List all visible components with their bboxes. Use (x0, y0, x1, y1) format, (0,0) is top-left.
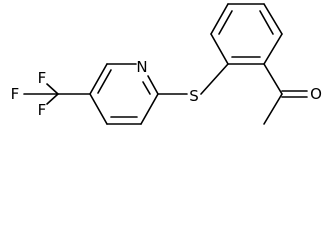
atom-label-f-top: F (38, 69, 47, 87)
bond-bz-c4-c5-inner (259, 10, 274, 35)
bond-py-n-c2 (147, 75, 159, 95)
bond-py-c5-c6 (89, 63, 108, 95)
bond-bz-c4-c5 (263, 3, 283, 35)
atom-label-f-left: F (11, 85, 20, 103)
molecule-structure: F F F N S O (11, 3, 322, 125)
bond-py-c5-c6-inner (97, 69, 112, 94)
bond-c-f-bottom (46, 93, 59, 105)
atom-label-f-bottom: F (38, 101, 47, 119)
bond-bz-c1-c2 (210, 33, 229, 65)
bond-ring-carbonyl (263, 63, 283, 95)
bond-py-c4-c5 (89, 93, 108, 125)
bond-carbonyl-methyl (263, 93, 283, 125)
bond-bz-c2-c3 (210, 3, 229, 35)
bond-bz-c2-c3-inner (218, 10, 233, 35)
atom-label-nitrogen: N (136, 58, 147, 76)
atom-label-oxygen: O (310, 85, 322, 103)
bond-c-f-top (46, 83, 59, 95)
bond-py-n-c2-inner (142, 81, 151, 95)
bond-s-c1 (200, 63, 229, 95)
atom-label-sulfur: S (189, 87, 199, 105)
bond-py-c2-c3 (140, 93, 159, 125)
bond-bz-c5-c6 (263, 33, 283, 65)
